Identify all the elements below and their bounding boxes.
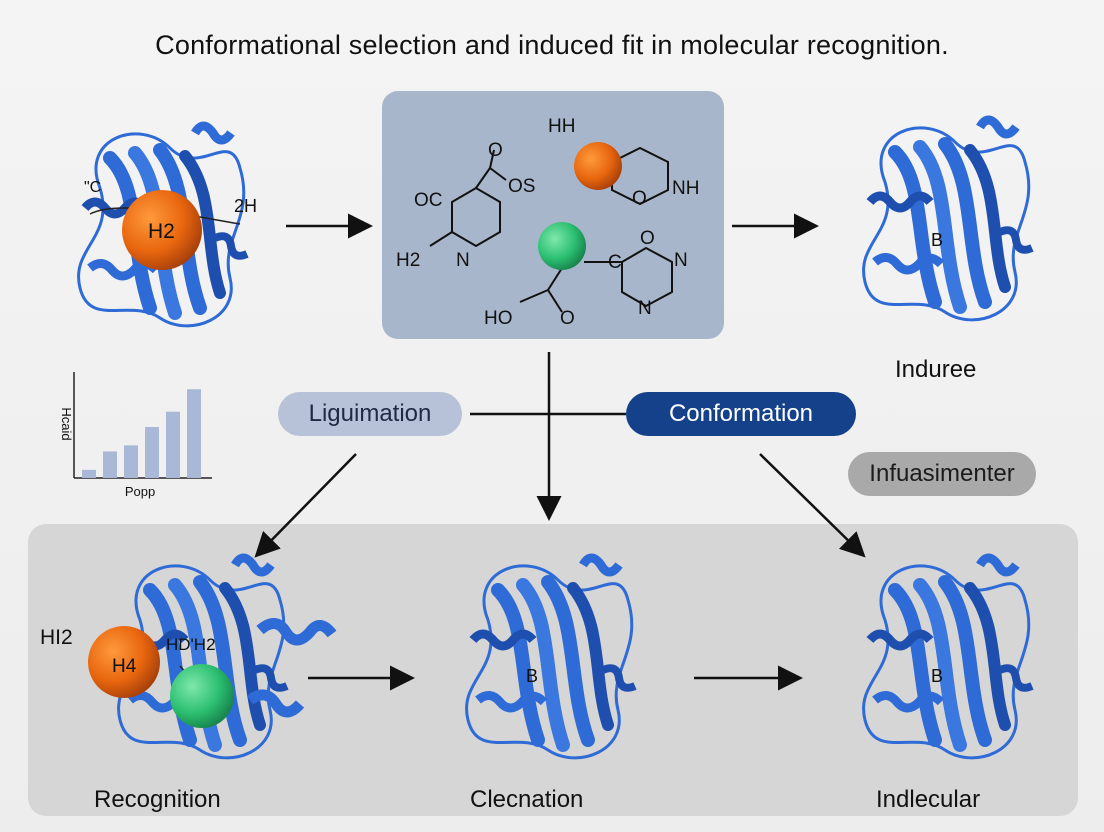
caption-clecnation: Clecnation — [470, 786, 584, 813]
mini-chart-bar — [166, 411, 180, 478]
pill-infuasimenter: Infuasimenter — [848, 452, 1036, 496]
mini-chart-bar — [187, 389, 201, 478]
ligand-orange-sphere — [574, 142, 622, 190]
ligand-green-sphere — [170, 664, 234, 728]
mini-chart-bar — [145, 427, 159, 478]
atom-label: OS — [508, 176, 535, 197]
ligand-orange-sphere — [88, 626, 160, 698]
protein-top-left: H2 "C 2H — [79, 126, 257, 326]
protein-bottom-middle-label: B — [526, 666, 538, 686]
atom-label: OC — [414, 190, 443, 211]
atom-label: HH — [548, 116, 575, 137]
atom-label: H2 — [396, 250, 420, 271]
pill-conformation: Conformation — [626, 392, 856, 436]
mini-chart-bar — [82, 469, 96, 478]
atom-label: NH — [672, 178, 699, 199]
protein-top-left-label: H2 — [148, 220, 175, 243]
atom-label: O — [632, 188, 647, 209]
atom-label: N — [674, 250, 688, 271]
caption-recognition: Recognition — [94, 786, 221, 813]
atom-label: HO — [484, 308, 513, 329]
caption-indlecular: Indlecular — [876, 786, 981, 813]
mini-chart: Hcaid Popp — [59, 372, 212, 499]
protein-top-right: B — [864, 120, 1032, 320]
caption-top-right: Induree — [895, 356, 977, 383]
protein-top-left-label: 2H — [234, 196, 257, 216]
complex-label: HI2 — [40, 626, 73, 649]
protein-top-left-label: "C — [84, 179, 101, 196]
complex-label: HD'H2 — [166, 635, 216, 654]
arrow-right-down — [759, 453, 866, 558]
atom-label: O — [640, 228, 655, 249]
mini-chart-xlabel: Popp — [125, 484, 155, 499]
pill-liguimation: Liguimation — [278, 392, 462, 436]
atom-label: O — [488, 140, 503, 161]
protein-bottom-left: HI2 H4 HD'H2 — [40, 558, 337, 758]
protein-top-right-label: B — [931, 230, 943, 250]
mini-chart-bar — [103, 451, 117, 478]
protein-bottom-middle: B — [467, 558, 635, 758]
atom-label: C — [608, 252, 622, 273]
protein-bottom-right: B — [864, 558, 1032, 758]
arrow-left-down — [254, 453, 357, 558]
atom-label: N — [456, 250, 470, 271]
protein-bottom-right-label: B — [931, 666, 943, 686]
complex-label: H4 — [112, 656, 137, 677]
mini-chart-bar — [124, 445, 138, 478]
atom-label: N — [638, 298, 652, 319]
atom-label: O — [560, 308, 575, 329]
mini-chart-ylabel: Hcaid — [59, 407, 74, 440]
molecule-structures — [429, 145, 673, 313]
ligand-green-sphere — [538, 222, 586, 270]
diagram-title: Conformational selection and induced fit… — [155, 30, 949, 60]
ligand-orange-sphere — [122, 190, 202, 270]
